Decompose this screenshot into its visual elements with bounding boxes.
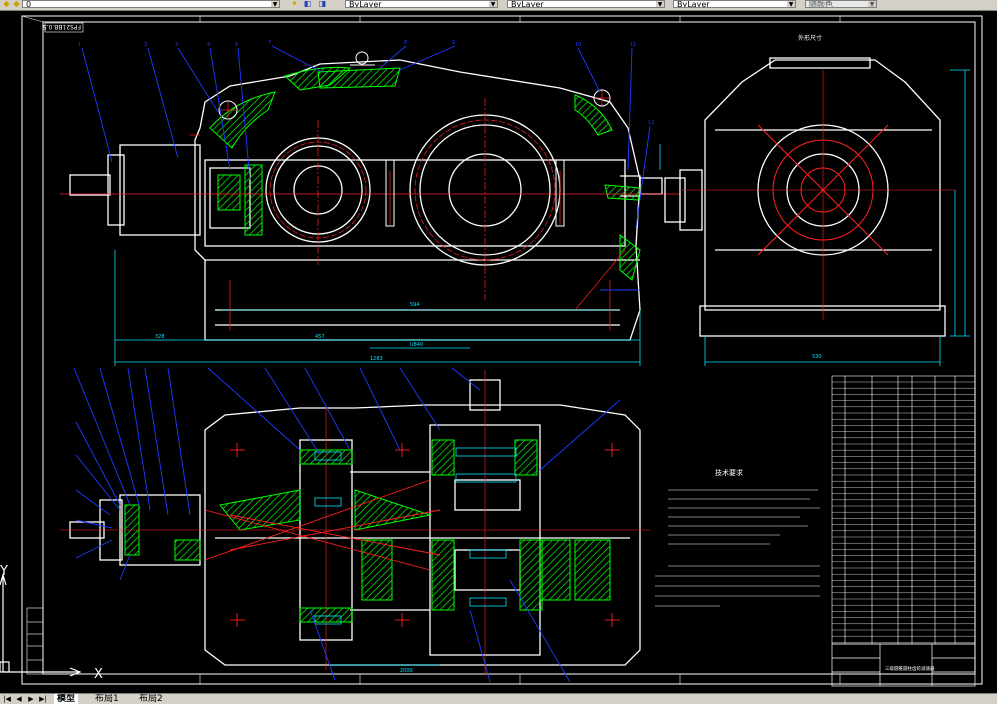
svg-text:12: 12 [648,120,654,126]
svg-text:328: 328 [155,334,165,340]
last-tab-icon[interactable]: ▶| [39,695,47,703]
tab-model[interactable]: 模型 [54,694,79,704]
linetype-dropdown-value: ByLayer [511,0,544,8]
parts-list [831,375,976,645]
linetype-dropdown[interactable]: ByLayer ▼ [507,0,665,8]
ucs-icon [0,572,82,677]
first-tab-icon[interactable]: |◀ [3,695,11,703]
sheet-zone-ticks [199,16,841,684]
chevron-down-icon: ▼ [656,1,664,8]
drawing-canvas[interactable]: FPS21BB.0.5 [0,10,997,693]
section-view: 2000 [60,367,650,683]
parts-list-rows [832,381,975,643]
chevron-down-icon: ▼ [489,1,497,8]
properties-toolbar: ◆ ◆ 0▼ ✦ ◧ ◨ ByLayer▼ ByLayer▼ ByLayer▼ … [0,0,997,11]
svg-text:1283: 1283 [370,356,383,362]
title-block [831,643,976,687]
layer-dropdown[interactable]: 0▼ [22,0,280,8]
match-layer-icon[interactable]: ◨ [318,0,327,8]
layer-previous-icon[interactable]: ◧ [303,0,312,8]
layer-state-icon[interactable]: ◆ [13,0,20,8]
color-dropdown-value: ByLayer [349,0,382,8]
tab-layout1[interactable]: 布局1 [95,694,119,704]
lineweight-dropdown-value: ByLayer [677,0,710,8]
next-tab-icon[interactable]: ▶ [28,695,34,703]
svg-text:FPS21BB.0.5: FPS21BB.0.5 [43,23,81,30]
svg-text:7: 7 [268,40,271,46]
ucs-x-label: X [94,667,103,682]
left-border-zones [26,607,44,675]
svg-text:4: 4 [207,42,210,48]
svg-text:5: 5 [235,42,238,48]
svg-text:2000: 2000 [400,668,413,674]
svg-text:10: 10 [575,42,581,48]
color-dropdown[interactable]: ByLayer ▼ [345,0,498,8]
svg-text:3: 3 [175,42,178,48]
chevron-down-icon: ▼ [271,1,279,8]
svg-text:8: 8 [404,40,407,46]
svg-text:外形尺寸: 外形尺寸 [798,34,822,42]
prev-tab-icon[interactable]: ◀ [16,695,22,703]
plotstyle-dropdown[interactable]: 随颜色 ▼ [805,0,877,8]
svg-text:1: 1 [78,42,81,48]
svg-text:457: 457 [315,334,325,340]
lineweight-dropdown[interactable]: ByLayer ▼ [673,0,796,8]
svg-text:594: 594 [410,302,420,308]
svg-text:11: 11 [630,42,636,48]
side-view: 530 外形尺寸 [664,34,970,366]
layer-dropdown-value: 0 [26,0,32,8]
plotstyle-dropdown-value: 随颜色 [809,0,833,8]
title-block-name: 三级圆锥圆柱齿轮减速器 [885,665,935,672]
ucs-y-label: Y [0,564,8,579]
tab-layout2[interactable]: 布局2 [139,694,163,704]
drawing-number-stamp: FPS21BB.0.5 [43,22,84,33]
svg-text:2: 2 [144,42,147,48]
svg-text:U840: U840 [410,342,423,348]
sheet-border [21,15,983,685]
chevron-down-icon: ▼ [868,1,876,8]
svg-text:技术要求: 技术要求 [715,468,743,477]
layout-tab-bar: |◀ ◀ ▶ ▶| 模型 布局1 布局2 [0,693,997,704]
technical-requirements: 技术要求 [655,468,820,607]
make-current-icon[interactable]: ✦ [291,0,298,8]
svg-text:530: 530 [812,354,822,360]
chevron-down-icon: ▼ [787,1,795,8]
svg-text:9: 9 [452,40,455,46]
layer-manager-icon[interactable]: ◆ [3,0,10,8]
